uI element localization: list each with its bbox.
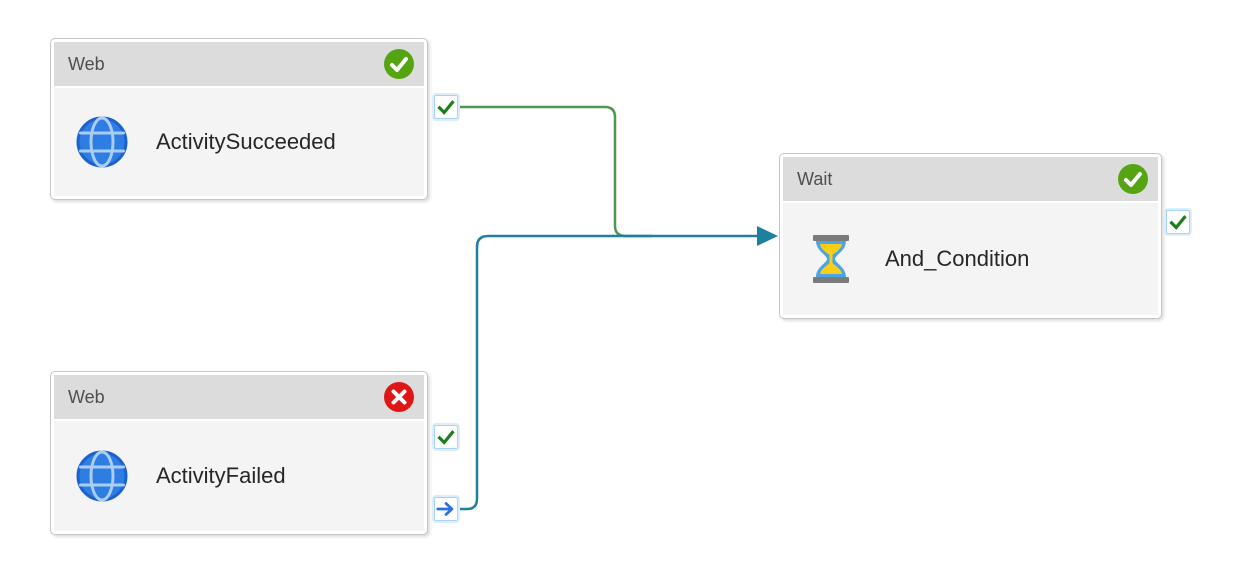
activity-type-label: Wait (797, 168, 833, 189)
status-succeeded-badge (1118, 164, 1148, 194)
activity-node-body: And_Condition (783, 203, 1158, 315)
edge-success-dependency[interactable] (460, 105, 652, 238)
activity-name: ActivitySucceeded (156, 129, 336, 154)
activity-node-header: Wait (783, 157, 1158, 201)
blue-arrow-right-icon (436, 502, 454, 516)
port-success-activity-succeeded[interactable] (434, 95, 458, 119)
port-completion-activity-failed[interactable] (434, 497, 458, 521)
web-globe-icon (74, 114, 130, 170)
port-success-activity-failed[interactable] (434, 425, 458, 449)
activity-node-activity-succeeded[interactable]: Web ActivitySucceeded (50, 38, 428, 200)
activity-node-body: ActivityFailed (54, 421, 424, 531)
web-globe-icon (74, 448, 130, 504)
edge-arrowhead (757, 226, 778, 246)
x-circle-icon (391, 389, 407, 405)
status-succeeded-badge (384, 49, 414, 79)
activity-type-label: Web (68, 386, 105, 407)
green-check-icon (1169, 215, 1187, 230)
activity-node-body: ActivitySucceeded (54, 88, 424, 196)
wait-hourglass-icon (803, 231, 859, 287)
activity-name: And_Condition (885, 246, 1030, 271)
activity-node-and-condition[interactable]: Wait And_Condition (779, 153, 1162, 319)
status-failed-badge (384, 382, 414, 412)
check-circle-icon (390, 57, 408, 72)
check-circle-icon (1124, 172, 1142, 187)
activity-node-activity-failed[interactable]: Web ActivityFailed (50, 371, 428, 535)
activity-node-header: Web (54, 375, 424, 419)
port-success-and-condition[interactable] (1166, 210, 1190, 234)
activity-name: ActivityFailed (156, 463, 286, 488)
activity-type-label: Web (68, 53, 105, 74)
green-check-icon (437, 100, 455, 115)
edge-completion-dependency[interactable] (460, 234, 759, 511)
activity-node-header: Web (54, 42, 424, 86)
green-check-icon (437, 430, 455, 445)
